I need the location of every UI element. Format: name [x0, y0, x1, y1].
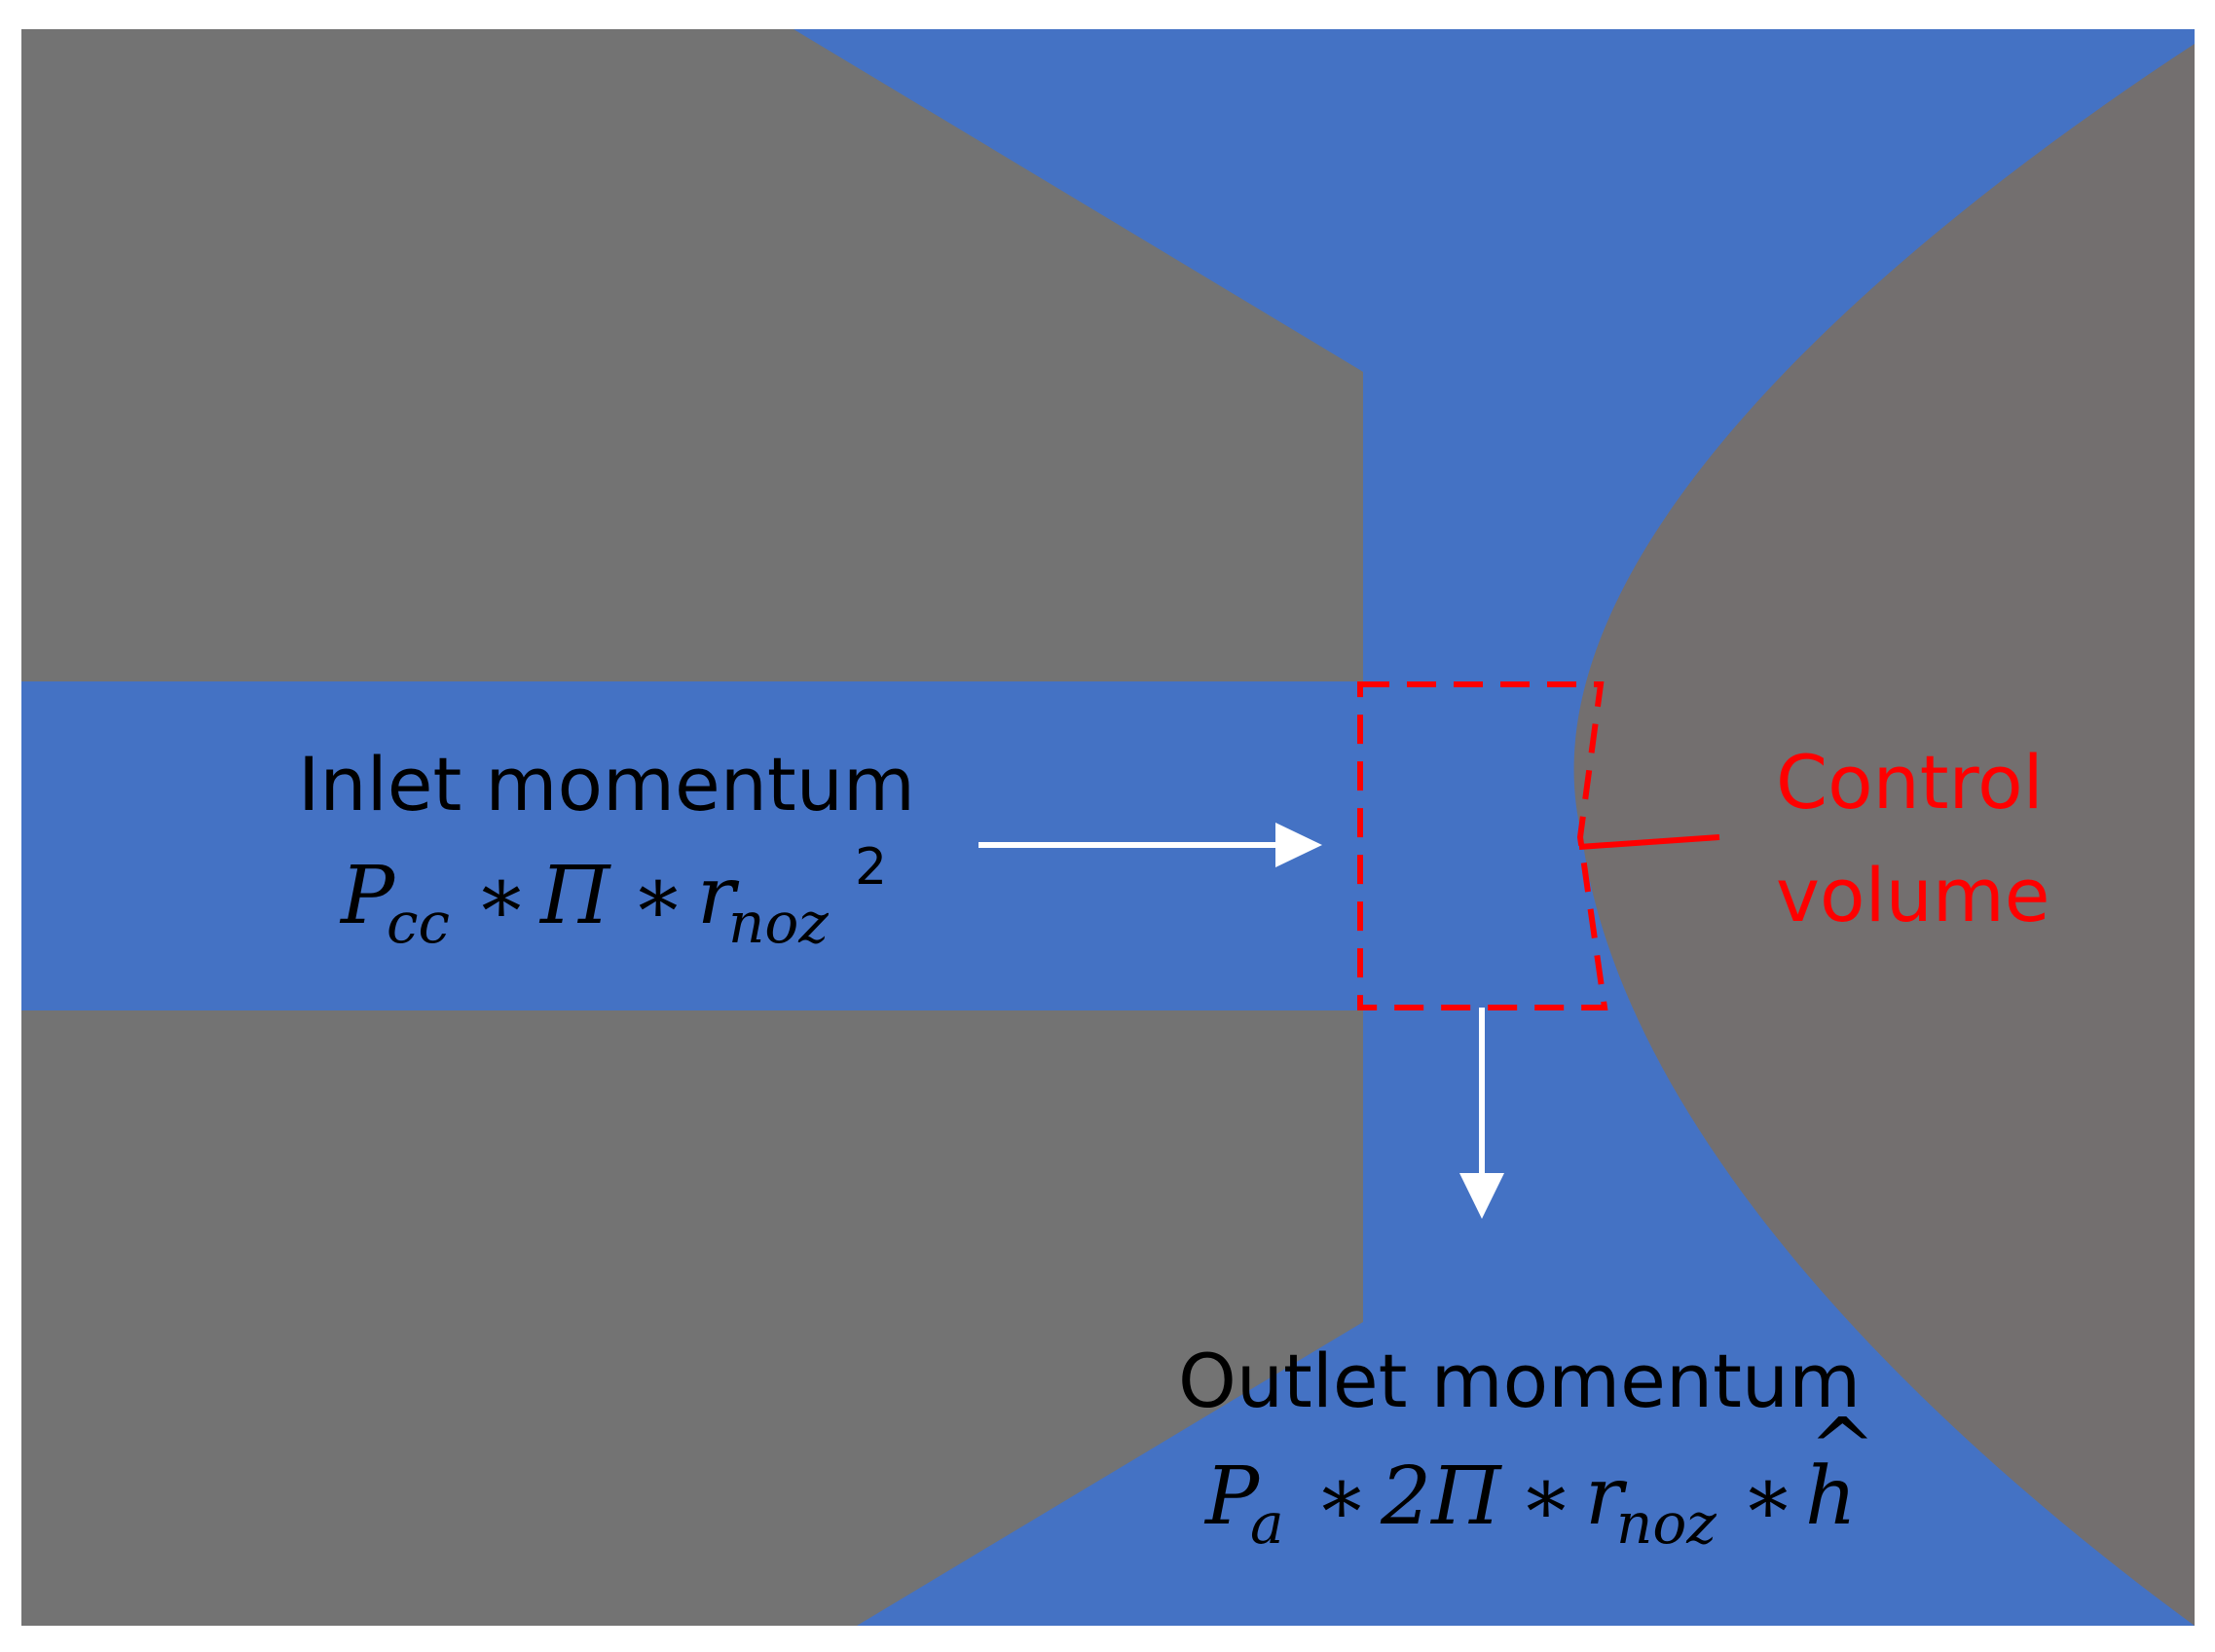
nozzle-wall-upper [21, 29, 1363, 681]
outlet-formula-op2: ∗ [1519, 1450, 1573, 1543]
nozzle-wall-lower [21, 1010, 1363, 1626]
control-volume-box [1357, 681, 1608, 1010]
inlet-formula-r: r [697, 850, 740, 942]
arrow-right-icon [978, 823, 1322, 867]
inlet-formula-pi: Π [538, 850, 611, 942]
arrow-down-icon [1459, 1008, 1504, 1219]
outlet-formula-op3: ∗ [1741, 1450, 1795, 1543]
inlet-formula-exponent: 2 [855, 838, 887, 897]
outlet-formula-h: h [1805, 1450, 1857, 1543]
inlet-formula-p-sub: cc [387, 890, 450, 956]
outlet-momentum-formula: P a ∗ 2Π ∗ r noz ∗ h ^ [1203, 1402, 1876, 1557]
outlet-formula-h-hat: ^ [1809, 1402, 1876, 1494]
inlet-formula-p: P [339, 850, 396, 942]
outlet-momentum-title: Outlet momentum [1178, 1338, 1861, 1424]
inlet-momentum-formula: P cc ∗ Π ∗ r noz 2 [339, 838, 887, 956]
control-volume-label: Control volume [1776, 739, 2050, 938]
inlet-momentum-title: Inlet momentum [298, 741, 915, 827]
inlet-formula-op1: ∗ [474, 850, 529, 942]
outlet-formula-op1: ∗ [1314, 1450, 1369, 1543]
outlet-formula-p: P [1203, 1450, 1261, 1543]
outlet-formula-r-sub: noz [1616, 1490, 1717, 1557]
control-volume-label-line2: volume [1776, 852, 2050, 938]
outlet-formula-two-pi: 2Π [1380, 1450, 1502, 1543]
impingement-surface [1573, 44, 2195, 1626]
control-volume-label-line1: Control [1776, 739, 2044, 826]
inlet-formula-op2: ∗ [631, 850, 685, 942]
outlet-formula-r: r [1585, 1450, 1628, 1543]
outlet-formula-p-sub: a [1250, 1490, 1284, 1557]
inlet-formula-r-sub: noz [728, 890, 829, 956]
control-volume-leader-line [1578, 834, 1720, 850]
